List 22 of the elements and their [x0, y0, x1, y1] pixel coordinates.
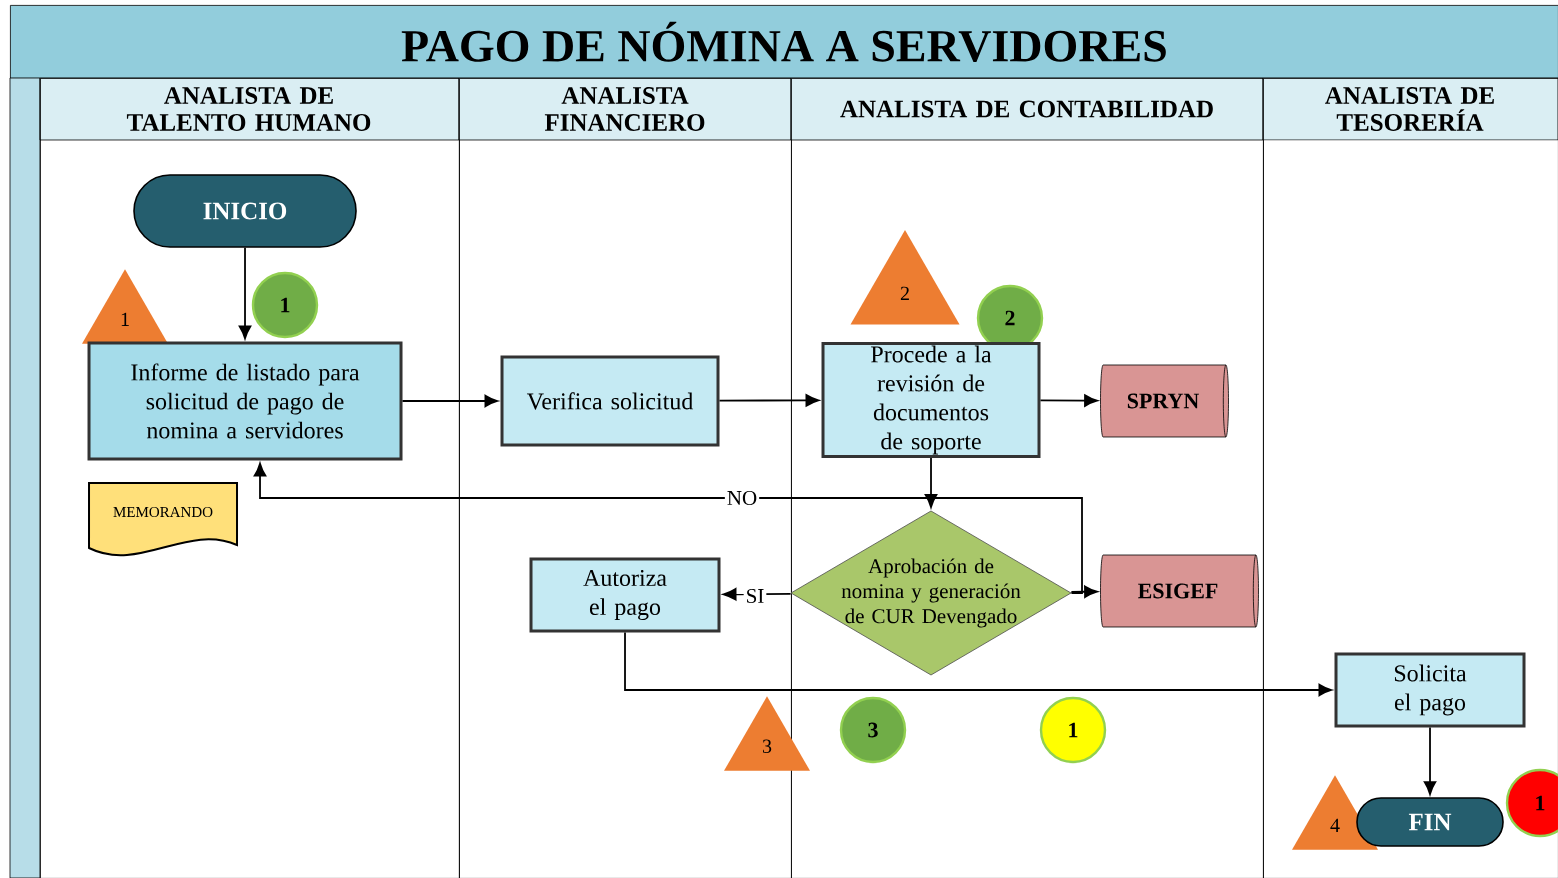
arrow: [401, 394, 499, 408]
terminator: FIN: [1356, 797, 1504, 847]
arrow: [722, 588, 792, 601]
process-box: Solicita el pago: [1334, 652, 1526, 728]
arrow: [924, 457, 938, 508]
database-cylinder: ESIGEF: [1100, 554, 1259, 628]
arrow: [1070, 585, 1098, 598]
arrow: [624, 631, 1333, 697]
process-box: Informe de listado para solicitud de pago de nomina a servidores: [87, 341, 403, 461]
title-band: PAGO DE NÓMINA A SERVIDORES: [10, 5, 1558, 79]
process-box: Autoriza el pago: [529, 557, 721, 633]
arrow: [1423, 726, 1437, 795]
arrow: [718, 394, 820, 407]
process-box: Procede a la revisión de documentos de soporte: [821, 342, 1041, 458]
edge-label: SI: [743, 586, 767, 606]
process-box: Verifica solicitud: [500, 355, 720, 447]
arrow: [238, 246, 252, 340]
edge-label: NO: [724, 488, 760, 508]
terminator: INICIO: [133, 174, 357, 248]
arrow: [1039, 394, 1098, 407]
arrow: [253, 462, 1083, 594]
database-cylinder: SPRYN: [1100, 364, 1229, 438]
